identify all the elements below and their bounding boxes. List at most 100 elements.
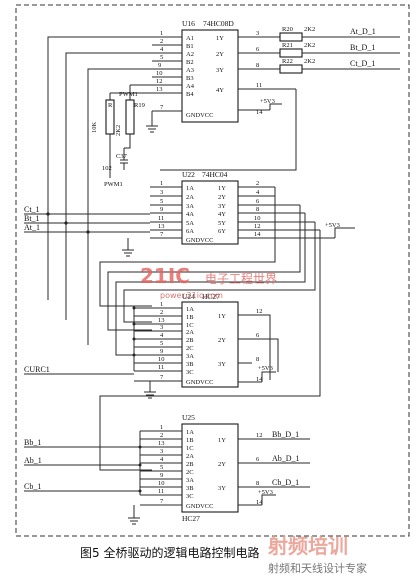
u24-num: 6: [256, 332, 260, 339]
u16-supply: +5V3: [260, 98, 275, 105]
u16-num: 13: [156, 86, 163, 93]
u22-pin: 5Y: [218, 220, 226, 227]
u16-pin-2y: 2Y: [216, 51, 224, 58]
output-resistors: R20 R21 R22 2K2 2K2 2K2 At_D_1 Bt_D_1 Ct…: [279, 26, 400, 74]
u25-num: 13: [158, 440, 165, 447]
u25-num: 2: [160, 432, 163, 439]
u22-bottom: GNDVCC: [186, 237, 213, 244]
u22-num: 13: [158, 223, 165, 230]
r-ref: R: [108, 102, 113, 109]
u25-part: HC27: [182, 514, 200, 523]
net-ab: Ab_1: [24, 456, 42, 465]
r-value: 10K: [91, 122, 98, 134]
watermark-corner-main: 射频培训: [267, 534, 348, 558]
u16-num: 11: [256, 82, 262, 89]
net-cb-d: Cb_D_1: [272, 478, 299, 487]
u25-pin: 3A: [186, 477, 194, 484]
u24-num: 8: [256, 356, 259, 363]
u16-pin-b3: B3: [186, 75, 194, 82]
u25-pin: 1C: [186, 445, 194, 452]
board-border: [15, 4, 410, 537]
u25-pin: 2A: [186, 453, 194, 460]
r21-body: [279, 48, 303, 58]
u16-num: 7: [160, 104, 164, 111]
net-bt-d: Bt_D_1: [350, 43, 375, 52]
net-cb: Cb_1: [24, 482, 41, 491]
u25-bottom: GNDVCC: [186, 503, 213, 510]
u16-num: 12: [156, 78, 163, 85]
r19-body: [125, 99, 135, 135]
u22-pin: 4A: [186, 211, 194, 218]
u16-pin-a3: A3: [186, 67, 194, 74]
pwm-filter: R R19 10K 2K2 C37 102 PWM1 PWM1: [91, 84, 152, 188]
u16-num: 1: [160, 30, 163, 37]
watermark-21ic: 21IC 电子工程世界 power.21ic.com: [140, 264, 277, 300]
net-at-d: At_D_1: [350, 27, 376, 36]
r21-value: 2K2: [304, 42, 315, 49]
u22-ref: U22: [182, 170, 195, 179]
u16-num: 6: [256, 46, 260, 53]
u22-pin: 2Y: [218, 194, 226, 201]
u25-pin: 2Y: [218, 461, 226, 468]
r19-ref: R19: [134, 102, 145, 109]
u22-num: 2: [256, 180, 259, 187]
u22-num: 3: [160, 189, 163, 196]
u24-body: [181, 301, 239, 388]
u22-num: 14: [254, 231, 261, 238]
u25-pin: 3C: [186, 493, 194, 500]
u24-pin: 3B: [186, 361, 194, 368]
u25-num: 9: [160, 472, 163, 479]
u25-pin: 1A: [186, 429, 194, 436]
u25-num: 8: [256, 480, 259, 487]
u16-pin-b2: B2: [186, 59, 194, 66]
watermark-url: power.21ic.com: [160, 291, 223, 300]
u25-num: 4: [160, 456, 164, 463]
u16-num: 3: [256, 30, 259, 37]
u22-num: 11: [158, 215, 164, 222]
u16-pin-3y: 3Y: [216, 67, 224, 74]
u16-pin-b1: B1: [186, 43, 194, 50]
u25-pin: 2B: [186, 461, 194, 468]
u24-part: HC27: [202, 292, 220, 301]
u25-pin: 3B: [186, 485, 194, 492]
u24-num: 11: [158, 364, 164, 371]
watermark-corner-sub: 射频和天线设计专家: [268, 561, 367, 575]
net-at: At_1: [24, 223, 40, 232]
u24-supply: +5V3: [258, 365, 273, 372]
u16-num: 8: [256, 62, 259, 69]
u22-pin: 2A: [186, 194, 194, 201]
u22-num: 1: [160, 180, 163, 187]
pwm-label: PWM1: [104, 181, 123, 188]
u24-num: 5: [160, 340, 163, 347]
u16-pin-1y: 1Y: [216, 35, 224, 42]
r20-body: [279, 32, 303, 42]
net-ct: Ct_1: [24, 205, 40, 214]
u22-num: 7: [160, 231, 164, 238]
u16-ref: U16: [182, 19, 195, 28]
u24-pin: 3Y: [218, 361, 226, 368]
u22-num: 12: [254, 223, 261, 230]
net-curc1: CURC1: [24, 365, 50, 374]
r22-body: [279, 64, 303, 74]
r20-value: 2K2: [304, 26, 315, 33]
u16-pin-a2: A2: [186, 51, 194, 58]
r21-ref: R21: [282, 42, 293, 49]
u22-pin: 3A: [186, 203, 194, 210]
u22-num: 4: [256, 189, 260, 196]
u22-pin: 4Y: [218, 211, 226, 218]
u25-supply: +5V3: [258, 489, 273, 496]
u24-pin: 2Y: [218, 337, 226, 344]
u22-pin: 6A: [186, 228, 194, 235]
u25-num: 10: [158, 480, 165, 487]
u24-pin: 1B: [186, 314, 194, 321]
u25-pin: 1B: [186, 437, 194, 444]
figure-caption: 图5 全桥驱动的逻辑电路控制电路: [80, 545, 259, 560]
net-bb-d: Bb_D_1: [272, 430, 299, 439]
u16-pin-4y: 4Y: [216, 87, 224, 94]
u24-pin: 1Y: [218, 313, 226, 320]
u16-num: 14: [256, 109, 263, 116]
u25-num: 6: [256, 456, 260, 463]
u24-num: 3: [160, 324, 163, 331]
u25-pin: 3Y: [218, 485, 226, 492]
